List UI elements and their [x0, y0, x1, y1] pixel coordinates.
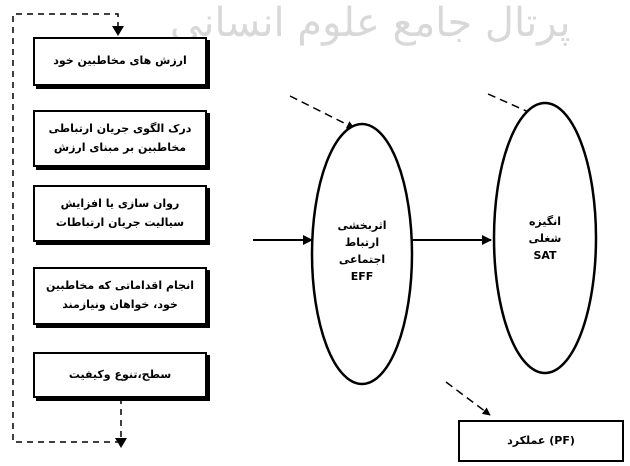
box-level-quality-text: سطح،تنوع وکیفیت — [68, 367, 172, 381]
sat-ellipse — [492, 101, 598, 375]
box-level-quality: سطح،تنوع وکیفیت — [33, 352, 207, 398]
dashed-arrow-to-sat — [487, 93, 541, 118]
box-audience-actions-text: انجام اقداماتی که مخاطبین خود، خواهان ون… — [46, 279, 194, 311]
feedback-loop-bottom-arrowhead — [115, 438, 127, 448]
box-audience-actions: انجام اقداماتی که مخاطبین خود، خواهان ون… — [33, 267, 207, 325]
dashed-arrow-to-eff — [289, 95, 355, 129]
box-audience-values: ارزش های مخاطبین خود — [33, 37, 207, 86]
box-performance: (PF) عملکرد — [458, 420, 624, 462]
eff-ellipse — [310, 122, 414, 386]
eff-ellipse-label: اثربخشی ارتباط اجتماعی EFF — [337, 219, 387, 284]
feedback-loop-arrowhead — [112, 26, 124, 36]
box-flow-fluidity-text: روان سازی یا افزایش سیالیت جریان ارتباطا… — [55, 196, 185, 229]
box-communication-pattern-text: درک الگوی جریان ارتباطی مخاطبین بر مبنای… — [48, 121, 192, 154]
dashed-arrow-to-pf — [445, 381, 491, 416]
box-performance-label: (PF) عملکرد — [507, 433, 575, 447]
box-audience-values-text: ارزش های مخاطبین خود — [53, 54, 187, 68]
box-communication-pattern: درک الگوی جریان ارتباطی مخاطبین بر مبنای… — [33, 110, 207, 167]
watermark: پرتال جامع علوم انسانی — [170, 0, 571, 46]
sat-ellipse-label: انگیزه شغلی SAT — [528, 215, 562, 263]
feedback-loop-line — [12, 13, 122, 443]
box-flow-fluidity: روان سازی یا افزایش سیالیت جریان ارتباطا… — [33, 185, 207, 242]
